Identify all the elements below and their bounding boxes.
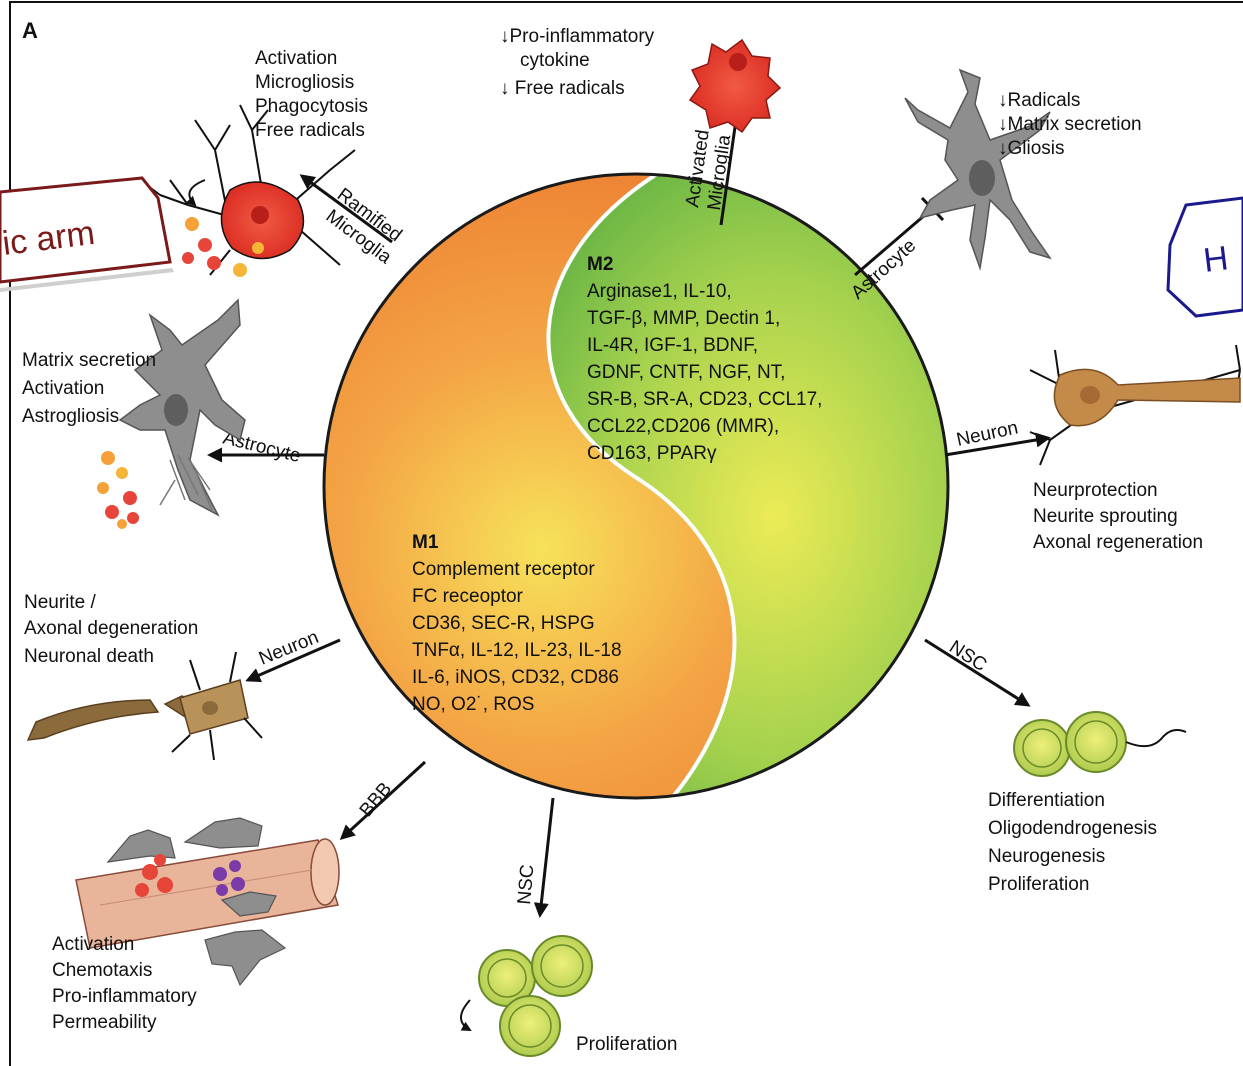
neuron-right-cell-icon	[1030, 345, 1240, 465]
svg-text:Chemotaxis: Chemotaxis	[52, 960, 152, 981]
svg-text:Proliferation: Proliferation	[576, 1034, 677, 1055]
svg-text:Phagocytosis: Phagocytosis	[255, 96, 368, 117]
m1-line: NO, O2˙, ROS	[412, 694, 534, 715]
m1-line: Complement receptor	[412, 559, 595, 580]
svg-text:↓Matrix secretion: ↓Matrix secretion	[998, 114, 1142, 135]
svg-text:Differentiation: Differentiation	[988, 790, 1105, 811]
label-neuron-right: Neuron	[955, 417, 1020, 450]
left-callout-box: ic arm	[0, 178, 174, 292]
svg-text:Astrogliosis: Astrogliosis	[22, 406, 119, 427]
svg-text:Axonal degeneration: Axonal degeneration	[24, 618, 198, 639]
m1-line: TNFα, IL-12, IL-23, IL-18	[412, 640, 622, 661]
effects-left-lower: Neurite / Axonal degeneration Neuronal d…	[24, 592, 198, 667]
m1-line: CD36, SEC-R, HSPG	[412, 613, 595, 634]
svg-text:NSC: NSC	[945, 637, 990, 676]
nsc-bottom-cells-icon	[461, 936, 592, 1056]
right-callout-box: H	[1168, 198, 1243, 316]
svg-text:Microgliosis: Microgliosis	[255, 72, 354, 93]
m1-line: FC receoptor	[412, 586, 524, 607]
m2-title: M2	[587, 254, 613, 275]
activated-microglia-amoeboid-icon	[690, 40, 780, 132]
svg-text:Activation: Activation	[255, 48, 337, 69]
svg-text:Neurite sprouting: Neurite sprouting	[1033, 506, 1178, 527]
m2-line: CCL22,CD206 (MMR),	[587, 416, 779, 437]
svg-text:Axonal regeneration: Axonal regeneration	[1033, 532, 1203, 553]
svg-text:NSC: NSC	[514, 864, 538, 906]
effects-top-right: ↓Radicals ↓Matrix secretion ↓Gliosis	[998, 90, 1142, 159]
m2-line: IL-4R, IGF-1, BDNF,	[587, 335, 758, 356]
svg-text:Oligodendrogenesis: Oligodendrogenesis	[988, 818, 1157, 839]
svg-text:Pro-inflammatory: Pro-inflammatory	[52, 986, 197, 1007]
svg-text:↓ Free radicals: ↓ Free radicals	[500, 78, 625, 99]
label-bbb: BBB	[356, 779, 397, 822]
svg-text:cytokine: cytokine	[520, 50, 590, 71]
svg-text:↓Pro-inflammatory: ↓Pro-inflammatory	[500, 26, 655, 47]
svg-text:Neurprotection: Neurprotection	[1033, 480, 1158, 501]
panel-label: A	[22, 18, 38, 43]
m1-title: M1	[412, 532, 439, 553]
m2-line: SR-B, SR-A, CD23, CCL17,	[587, 389, 822, 410]
effects-right-middle: Neurprotection Neurite sprouting Axonal …	[1033, 480, 1203, 553]
m2-line: Arginase1, IL-10,	[587, 281, 732, 302]
label-nsc-bottom: NSC	[514, 864, 538, 906]
svg-text:Neuron: Neuron	[955, 417, 1020, 450]
right-callout-text: H	[1201, 239, 1230, 280]
neuron-left-cell-icon	[28, 652, 262, 760]
svg-text:↓Gliosis: ↓Gliosis	[998, 138, 1065, 159]
effects-bottom-center: Proliferation	[576, 1034, 677, 1055]
m2-line: TGF-β, MMP, Dectin 1,	[587, 308, 780, 329]
effects-top-left: Activation Microgliosis Phagocytosis Fre…	[255, 48, 368, 141]
effects-bottom-left: Activation Chemotaxis Pro-inflammatory P…	[52, 934, 197, 1033]
svg-text:Activation: Activation	[22, 378, 104, 399]
m1-line: IL-6, iNOS, CD32, CD86	[412, 667, 619, 688]
svg-text:Matrix secretion: Matrix secretion	[22, 350, 156, 371]
svg-text:BBB: BBB	[356, 779, 397, 822]
effects-top-center: ↓Pro-inflammatory cytokine ↓ Free radica…	[500, 26, 655, 99]
arrow-nsc-bottom	[540, 798, 553, 915]
nsc-right-cells-icon	[1014, 712, 1186, 776]
svg-text:Neurogenesis: Neurogenesis	[988, 846, 1105, 867]
svg-text:Permeability: Permeability	[52, 1012, 157, 1033]
astrocyte-left-cell-icon	[97, 300, 245, 529]
svg-text:Proliferation: Proliferation	[988, 874, 1089, 895]
m2-line: GDNF, CNTF, NGF, NT,	[587, 362, 785, 383]
label-nsc-right: NSC	[945, 637, 990, 676]
m2-line: CD163, PPARγ	[587, 443, 717, 464]
svg-text:Free radicals: Free radicals	[255, 120, 365, 141]
svg-text:Activation: Activation	[52, 934, 134, 955]
effects-right-lower: Differentiation Oligodendrogenesis Neuro…	[988, 790, 1157, 895]
svg-text:↓Radicals: ↓Radicals	[998, 90, 1080, 111]
svg-text:Neurite /: Neurite /	[24, 592, 97, 613]
svg-text:Neuronal death: Neuronal death	[24, 646, 154, 667]
